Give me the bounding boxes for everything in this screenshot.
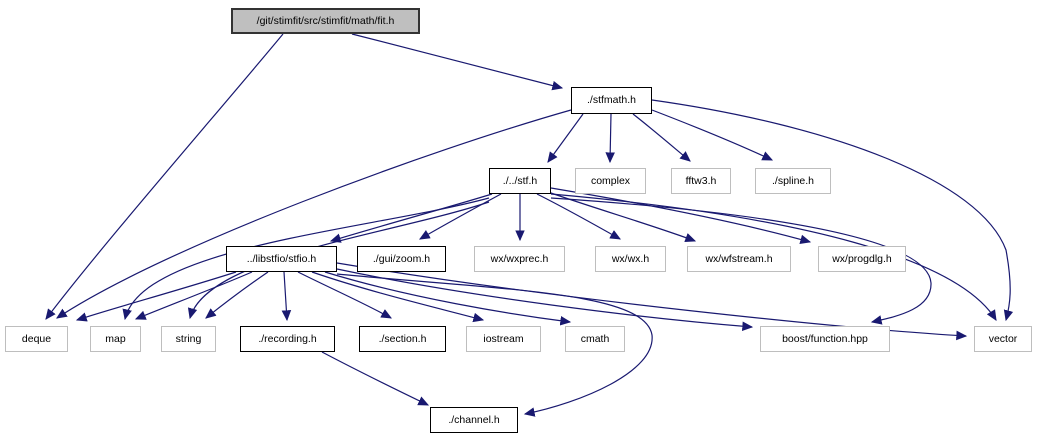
graph-node-vector: vector xyxy=(974,326,1032,352)
graph-node-label: string xyxy=(175,332,202,345)
graph-node-label: ./channel.h xyxy=(448,413,500,426)
graph-node-label: wx/wfstream.h xyxy=(705,252,773,265)
graph-node-section[interactable]: ./section.h xyxy=(359,326,446,352)
graph-node-label: ./../stf.h xyxy=(502,174,538,187)
edge-stfmath-to-stf xyxy=(547,113,584,163)
edge-stfio-to-iostream xyxy=(311,271,485,323)
graph-node-label: ../libstfio/stfio.h xyxy=(246,252,317,265)
edge-stfmath-to-vector xyxy=(651,99,1014,322)
graph-node-recording[interactable]: ./recording.h xyxy=(240,326,335,352)
graph-node-map: map xyxy=(90,326,141,352)
graph-node-label: /git/stimfit/src/stimfit/math/fit.h xyxy=(256,14,395,27)
graph-node-iostream: iostream xyxy=(466,326,541,352)
graph-node-label: ./stfmath.h xyxy=(586,94,637,107)
graph-node-fit: /git/stimfit/src/stimfit/math/fit.h xyxy=(231,8,420,34)
edge-stfio-to-recording xyxy=(281,271,292,322)
edge-stfio-to-map xyxy=(134,271,253,320)
edge-stf-to-vector xyxy=(550,193,997,321)
graph-node-stf[interactable]: ./../stf.h xyxy=(489,168,551,194)
graph-node-label: map xyxy=(105,332,126,345)
graph-node-progdlg: wx/progdlg.h xyxy=(818,246,906,272)
edge-recording-to-channel xyxy=(321,351,430,406)
edge-stfmath-to-complex xyxy=(605,113,615,164)
graph-node-complex: complex xyxy=(575,168,646,194)
edge-stfio-to-boost xyxy=(336,268,754,331)
edge-stfmath-to-deque xyxy=(56,109,572,319)
edge-fit-to-stfmath xyxy=(351,33,564,91)
edge-stf-to-progdlg xyxy=(550,187,812,245)
graph-node-label: ./section.h xyxy=(378,332,427,345)
graph-node-stfmath[interactable]: ./stfmath.h xyxy=(571,87,652,114)
graph-node-zoom[interactable]: ./gui/zoom.h xyxy=(357,246,446,272)
edge-fit-to-deque xyxy=(45,33,284,320)
graph-node-label: ./spline.h xyxy=(771,174,815,187)
graph-node-label: complex xyxy=(590,174,631,187)
graph-node-spline: ./spline.h xyxy=(755,168,831,194)
graph-node-label: vector xyxy=(988,332,1018,345)
edge-stf-to-stfio xyxy=(329,193,493,243)
graph-node-wxprec: wx/wxprec.h xyxy=(474,246,565,272)
graph-node-label: wx/wxprec.h xyxy=(490,252,549,265)
graph-node-label: deque xyxy=(21,332,52,345)
graph-node-label: fftw3.h xyxy=(685,174,717,187)
graph-node-wfstream: wx/wfstream.h xyxy=(687,246,791,272)
graph-node-label: ./gui/zoom.h xyxy=(372,252,431,265)
edge-stfmath-to-spline xyxy=(651,109,774,161)
graph-node-boost: boost/function.hpp xyxy=(760,326,890,352)
graph-node-label: boost/function.hpp xyxy=(782,332,868,345)
edge-stfio-to-vector xyxy=(336,262,968,341)
edge-stfio-to-section xyxy=(297,271,392,319)
edge-stfio-to-channel xyxy=(336,273,653,417)
graph-node-channel[interactable]: ./channel.h xyxy=(430,407,518,433)
graph-node-label: iostream xyxy=(483,332,524,345)
edge-stfmath-to-fftw3 xyxy=(632,113,691,162)
graph-node-label: ./recording.h xyxy=(258,332,317,345)
graph-node-stfio[interactable]: ../libstfio/stfio.h xyxy=(226,246,337,272)
graph-node-label: cmath xyxy=(580,332,610,345)
graph-node-cmath: cmath xyxy=(565,326,625,352)
graph-node-fftw3: fftw3.h xyxy=(671,168,731,194)
edge-stfio-to-string xyxy=(205,271,269,319)
graph-node-label: wx/wx.h xyxy=(611,252,650,265)
edge-stfio-to-deque xyxy=(75,271,237,322)
edge-stf-to-zoom xyxy=(419,193,502,240)
graph-node-string: string xyxy=(161,326,216,352)
edge-stf-to-wfstream xyxy=(547,191,697,243)
edge-stfio-to-cmath xyxy=(324,271,572,326)
edge-stf-to-map xyxy=(122,197,490,321)
edge-stf-to-wx xyxy=(536,193,621,240)
graph-node-label: wx/progdlg.h xyxy=(832,252,892,265)
graph-node-wx: wx/wx.h xyxy=(595,246,666,272)
graph-node-deque: deque xyxy=(5,326,68,352)
